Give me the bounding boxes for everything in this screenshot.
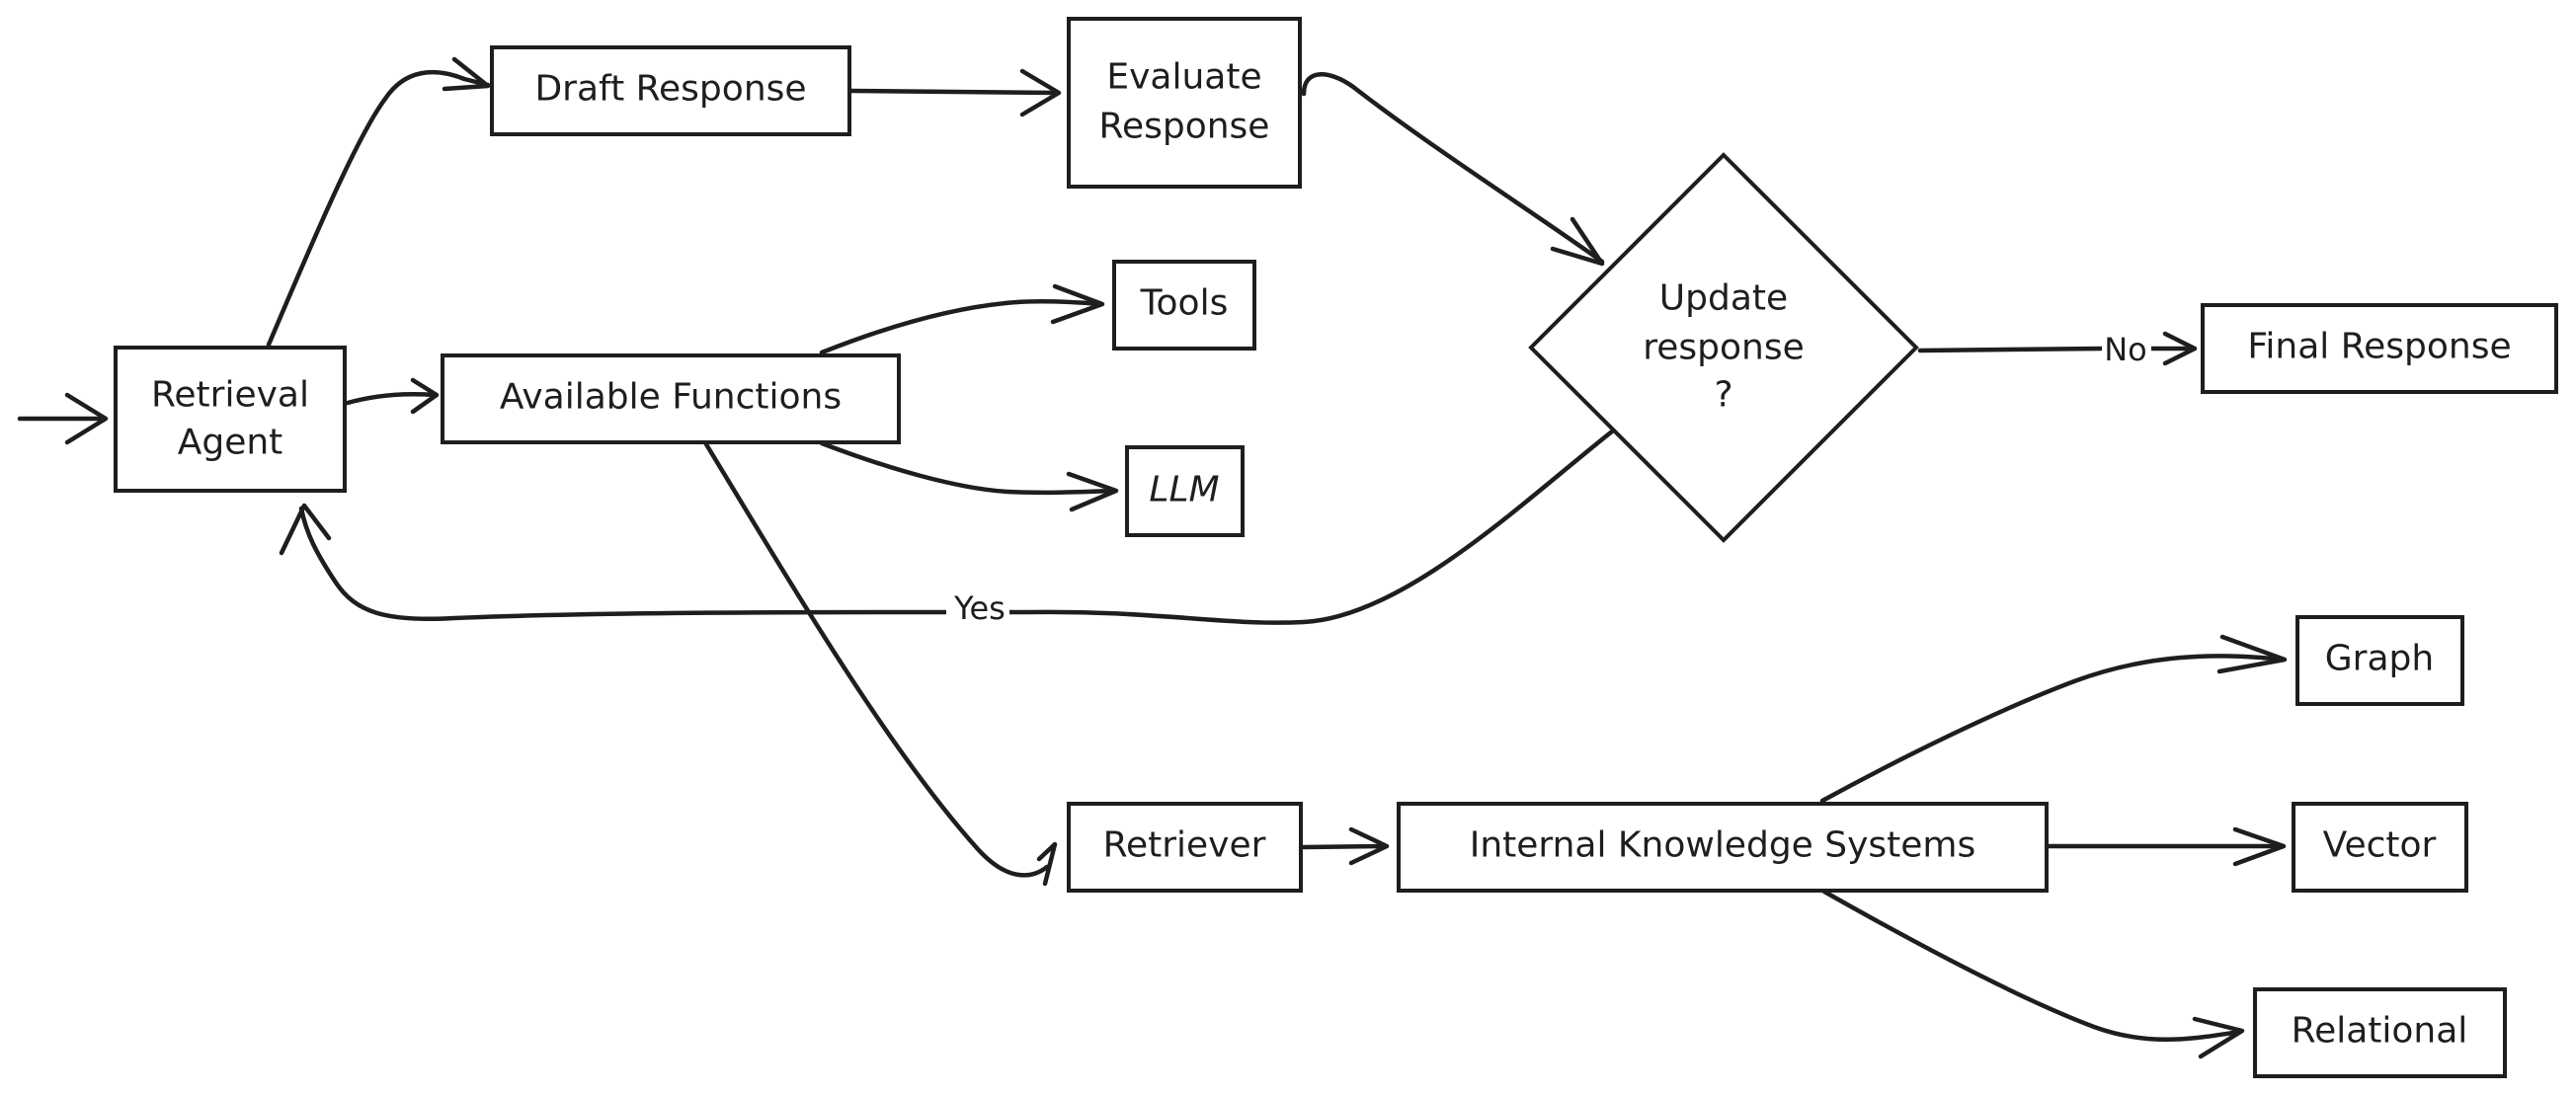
- node-internal-knowledge-systems[interactable]: Internal Knowledge Systems: [1397, 802, 2049, 893]
- node-label-line: Vector: [2323, 825, 2437, 866]
- edge-label-yes-bg: [946, 590, 1009, 634]
- node-available-functions[interactable]: Available Functions: [441, 353, 901, 444]
- node-draft-response[interactable]: Draft Response: [490, 45, 851, 136]
- edge-draft-to-evaluate[interactable]: [848, 68, 1062, 117]
- node-evaluate-response[interactable]: Evaluate Response: [1067, 17, 1302, 189]
- node-label-line: Final Response: [2247, 327, 2511, 367]
- node-label-line: Response: [1099, 107, 1270, 147]
- edge-label-no: No: [2104, 331, 2147, 368]
- node-label-line: Retrieval: [151, 375, 309, 416]
- node-label-line: LLM: [1149, 470, 1219, 510]
- edge-label-yes: Yes: [953, 589, 1006, 627]
- node-llm[interactable]: LLM: [1125, 445, 1245, 537]
- node-vector[interactable]: Vector: [2292, 802, 2468, 893]
- edge-retriever-to-iks[interactable]: [1301, 826, 1390, 866]
- edge-functions-to-retriever[interactable]: [703, 441, 1058, 887]
- edge-entry[interactable]: [17, 392, 109, 445]
- node-label-line: ?: [1714, 375, 1732, 416]
- node-label-line: Graph: [2325, 639, 2434, 679]
- node-relational[interactable]: Relational: [2253, 987, 2507, 1078]
- edge-iks-to-graph[interactable]: [1819, 634, 2288, 804]
- node-label-line: Tools: [1140, 283, 1229, 324]
- node-label-line: Available Functions: [500, 377, 842, 418]
- edge-functions-to-tools[interactable]: [819, 283, 1105, 355]
- node-update-response[interactable]: Update response ?: [1528, 152, 1919, 543]
- node-retriever[interactable]: Retriever: [1067, 802, 1303, 893]
- node-label-line: Agent: [178, 423, 283, 463]
- edge-iks-to-vector[interactable]: [2047, 826, 2287, 867]
- node-label-line: Draft Response: [534, 69, 806, 110]
- node-retrieval-agent[interactable]: Retrieval Agent: [114, 346, 347, 493]
- edge-iks-to-relational[interactable]: [1821, 889, 2245, 1059]
- node-graph[interactable]: Graph: [2295, 615, 2464, 706]
- node-label-line: Relational: [2292, 1011, 2468, 1052]
- node-label-line: Evaluate: [1106, 57, 1261, 98]
- node-label-line: Retriever: [1103, 825, 1266, 866]
- node-label-line: response: [1643, 328, 1805, 368]
- edge-functions-to-llm[interactable]: [819, 440, 1119, 512]
- edge-update-yes-agent[interactable]: Yes: [279, 429, 1615, 634]
- node-final-response[interactable]: Final Response: [2201, 303, 2558, 394]
- node-tools[interactable]: Tools: [1112, 260, 1256, 351]
- edge-agent-to-functions[interactable]: [345, 377, 440, 415]
- edges: No Yes: [17, 56, 2288, 1059]
- edge-update-no-final[interactable]: No: [1917, 331, 2198, 368]
- node-label-line: Internal Knowledge Systems: [1470, 825, 1976, 866]
- edge-agent-to-draft[interactable]: [266, 56, 491, 348]
- edge-evaluate-to-update[interactable]: [1301, 72, 1605, 267]
- nodes: Retrieval Agent Available Functions Draf…: [114, 17, 2558, 1078]
- edge-label-no-bg: [2102, 331, 2151, 366]
- node-label-line: Update: [1659, 278, 1788, 319]
